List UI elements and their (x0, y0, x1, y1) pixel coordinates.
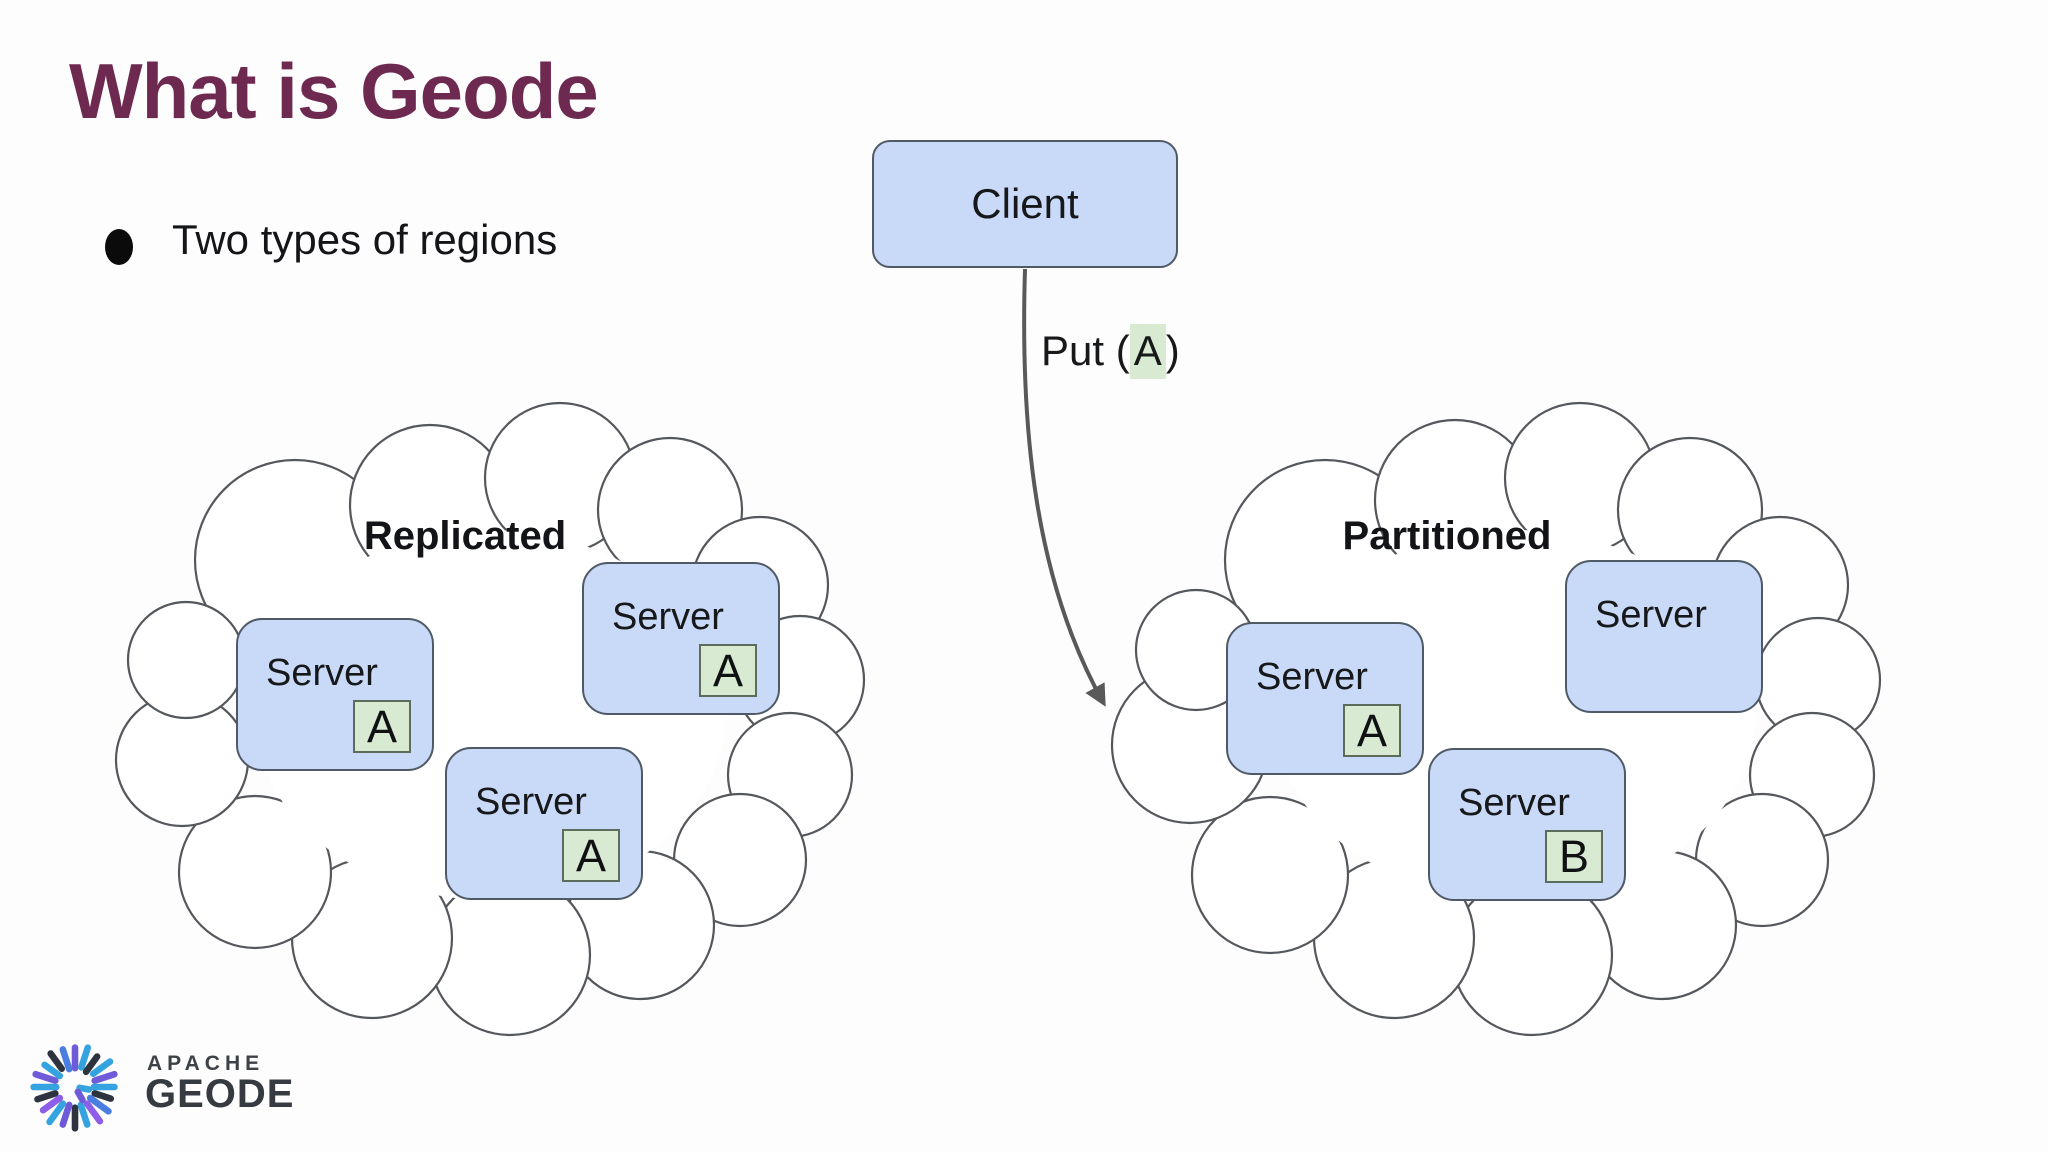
server-box-replicated-2: Server A (582, 562, 780, 715)
server-box-partitioned-1: Server A (1226, 622, 1424, 775)
server-label: Server (1458, 782, 1570, 824)
server-label: Server (266, 652, 378, 694)
replicated-cloud-shape (114, 401, 866, 1037)
server-box-partitioned-3: Server B (1428, 748, 1626, 901)
server-box-replicated-3: Server A (445, 747, 643, 900)
server-label: Server (1595, 594, 1707, 636)
data-entry-chip: B (1545, 830, 1603, 883)
server-box-partitioned-2: Server (1565, 560, 1763, 713)
client-box: Client (872, 140, 1178, 268)
put-arrow-label: Put (A) (1041, 324, 1180, 379)
logo-brand-text: APACHE (147, 1052, 265, 1075)
replicated-region-label: Replicated (363, 514, 567, 558)
bullet-dot (105, 229, 133, 265)
data-entry-chip: A (353, 700, 411, 753)
bullet-text: Two types of regions (172, 216, 558, 263)
server-label: Server (1256, 656, 1368, 698)
server-box-replicated-1: Server A (236, 618, 434, 771)
client-label: Client (971, 180, 1079, 227)
put-suffix: ) (1165, 327, 1180, 374)
data-entry-chip: A (562, 829, 620, 882)
data-entry-chip: A (699, 644, 757, 697)
apache-geode-logo-icon (30, 1044, 118, 1132)
server-label: Server (475, 781, 587, 823)
partitioned-region-label: Partitioned (1342, 514, 1552, 558)
put-arrow (1022, 268, 1106, 707)
data-entry-chip: A (1343, 704, 1401, 757)
logo-product-text: GEODE (145, 1072, 295, 1116)
put-key-highlight: A (1129, 324, 1166, 379)
page-title: What is Geode (69, 47, 599, 135)
server-label: Server (612, 596, 724, 638)
put-prefix: Put ( (1041, 327, 1130, 374)
